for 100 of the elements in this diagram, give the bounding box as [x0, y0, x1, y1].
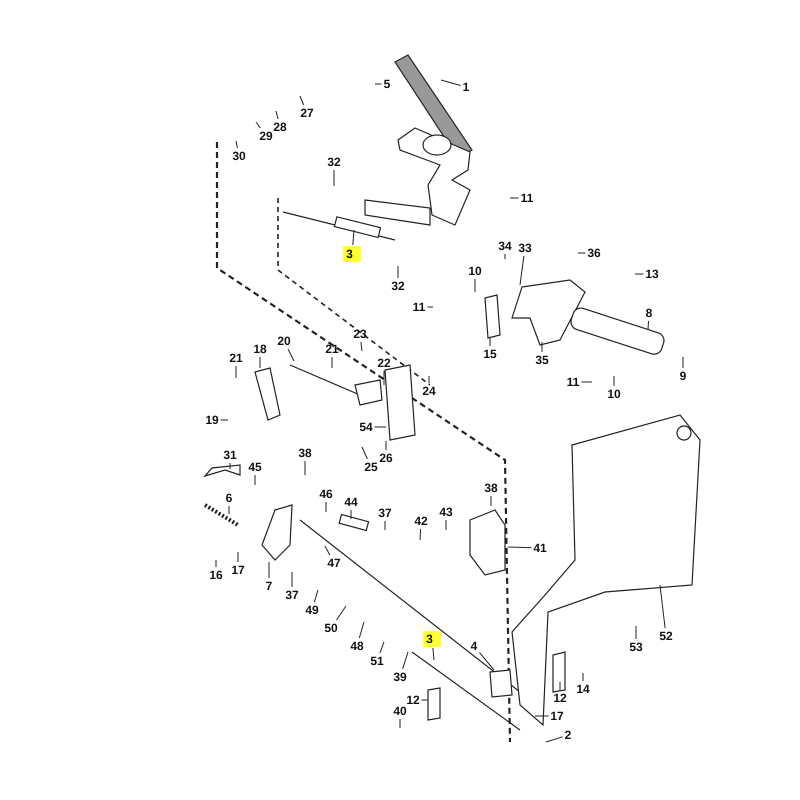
callout-number: 28: [272, 120, 288, 134]
callout-number: 30: [231, 149, 247, 163]
callout-number: 23: [352, 327, 368, 341]
leader-line: [300, 96, 304, 106]
leader-line: [432, 648, 434, 660]
callout-number: 17: [549, 709, 565, 723]
callout-number: 26: [378, 451, 394, 465]
leader-line: [648, 320, 649, 330]
callout-number: 25: [363, 460, 379, 474]
leader-line: [420, 528, 422, 540]
callout-number: 4: [470, 639, 478, 653]
leader-line: [479, 652, 494, 670]
leader-line: [314, 590, 318, 602]
callout-number: 54: [358, 420, 374, 434]
callout-number: 16: [208, 568, 224, 582]
callout-number: 20: [276, 334, 292, 348]
leader-line: [660, 584, 666, 628]
leader-line: [256, 122, 261, 128]
callout-number: 17: [230, 563, 246, 577]
callout-number: 33: [517, 241, 533, 255]
callout-number: 51: [369, 654, 385, 668]
callout-number: 41: [532, 541, 548, 555]
leader-line: [350, 510, 352, 520]
callout-number: 47: [326, 556, 342, 570]
callout-number: 14: [575, 682, 591, 696]
callout-number: 32: [390, 279, 406, 293]
leader-line: [374, 426, 386, 428]
callout-number: 9: [678, 369, 688, 383]
callout-number: 8: [644, 306, 654, 320]
leader-line: [358, 622, 364, 638]
callout-number: 32: [326, 155, 342, 169]
callout-number: 3: [343, 246, 361, 262]
leader-line: [546, 736, 563, 742]
callout-number: 42: [413, 514, 429, 528]
callout-number: 7: [264, 579, 274, 593]
callout-number: 19: [204, 413, 220, 427]
leader-line: [276, 110, 278, 120]
callout-number: 13: [644, 267, 660, 281]
leader-line: [384, 520, 386, 530]
callout-number: 29: [258, 129, 274, 143]
leader-line: [352, 230, 354, 246]
callout-number: 11: [412, 300, 426, 314]
callout-number: 35: [534, 353, 550, 367]
callout-number: 52: [658, 629, 674, 643]
callout-number: 44: [343, 495, 359, 509]
callout-number: 18: [252, 342, 268, 356]
leader-line: [504, 254, 506, 260]
callout-number: 50: [323, 621, 339, 635]
callout-number: 10: [467, 264, 483, 278]
callout-number: 40: [392, 704, 408, 718]
leader-line: [682, 356, 684, 368]
leader-line: [508, 546, 532, 548]
callout-number: 12: [552, 691, 568, 705]
callout-number: 31: [222, 448, 238, 462]
callout-number: 34: [497, 239, 513, 253]
leader-line: [582, 672, 584, 682]
callout-number: 36: [586, 246, 602, 260]
callout-number: 24: [421, 384, 437, 398]
callout-number: 22: [376, 356, 392, 370]
leader-line: [304, 460, 306, 476]
callout-number: 37: [284, 588, 300, 602]
callout-number: 21: [228, 351, 244, 365]
leader-line: [228, 506, 230, 514]
callout-number: 38: [483, 481, 499, 495]
callout-number: 1: [462, 80, 470, 94]
leader-line: [362, 446, 368, 460]
callout-number: 49: [304, 603, 320, 617]
leader-line: [520, 256, 524, 286]
leader-line: [474, 278, 476, 292]
callout-number: 39: [392, 670, 408, 684]
callout-number: 37: [377, 506, 393, 520]
leader-line: [578, 252, 586, 254]
callout-number: 53: [628, 640, 644, 654]
leader-line: [336, 606, 346, 620]
callout-number: 6: [224, 491, 234, 505]
callout-number: 38: [297, 446, 313, 460]
callout-number: 45: [247, 460, 263, 474]
leader-line: [427, 306, 434, 308]
leader-line: [268, 562, 270, 578]
leader-line: [288, 348, 294, 362]
callout-number: 10: [606, 387, 622, 401]
leader-line: [428, 376, 430, 384]
callout-number: 12: [405, 693, 421, 707]
leader-line: [324, 546, 330, 556]
callout-number: 11: [520, 191, 534, 205]
leader-line: [236, 140, 238, 148]
leader-line: [360, 342, 362, 352]
callout-number: 2: [564, 728, 572, 742]
callout-number: 21: [324, 342, 340, 356]
callout-number: 48: [349, 639, 365, 653]
leader-line: [490, 496, 492, 506]
callout-number: 27: [299, 106, 315, 120]
callout-number: 3: [423, 631, 441, 647]
callout-number: 43: [438, 505, 454, 519]
callout-number: 5: [382, 77, 392, 91]
leader-line: [379, 642, 384, 654]
leader-line: [440, 80, 461, 86]
callout-number: 46: [318, 487, 334, 501]
callout-number: 11: [566, 375, 580, 389]
leader-line: [254, 474, 256, 486]
